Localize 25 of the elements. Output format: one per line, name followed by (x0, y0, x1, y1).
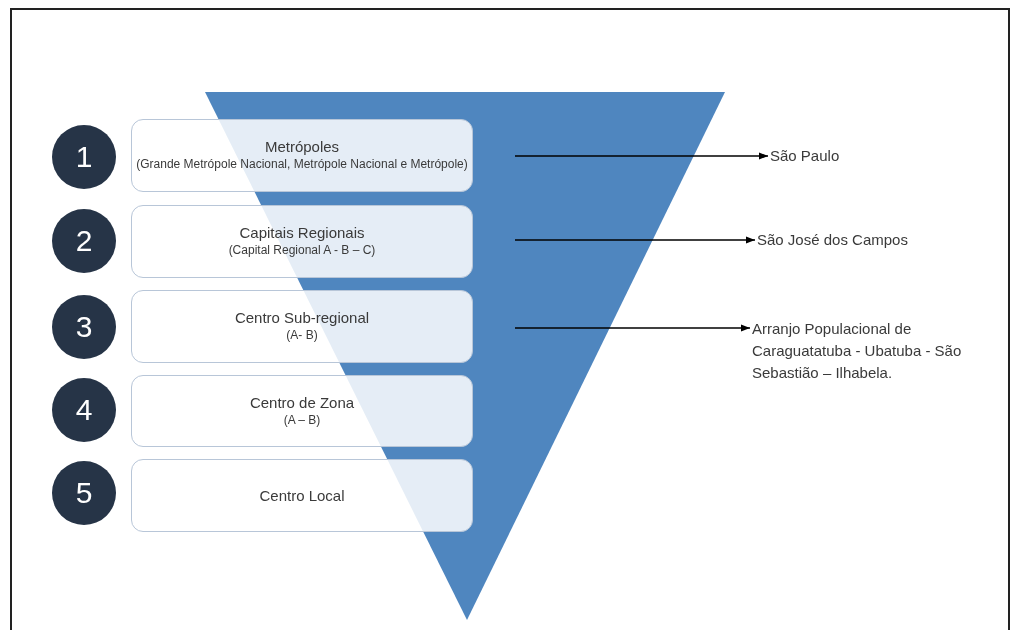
level-box (131, 459, 473, 532)
city-label: Arranjo Populacional de Caraguatatuba - Ubatuba - São Sebastião – Ilhabela. (752, 319, 963, 383)
level-title: Centro Sub-regional (234, 309, 370, 327)
level-title: Capitais Regionais (239, 224, 365, 242)
number-circle: 4 (52, 378, 116, 442)
city-label: São Paulo (770, 146, 840, 167)
level-subtitle: (Capital Regional A - B – C) (228, 243, 376, 259)
arrow (514, 324, 751, 332)
level-subtitle: (Grande Metrópole Nacional, Metrópole Nacional e Metrópole) (136, 157, 468, 173)
number-circle: 1 (52, 125, 116, 189)
city-label: São José dos Campos (757, 230, 908, 251)
level-title: Centro de Zona (249, 393, 355, 411)
arrow (514, 236, 756, 244)
level-subtitle: (A – B) (283, 412, 321, 429)
number-circle: 3 (52, 295, 116, 359)
level-subtitle: (A- B) (286, 328, 318, 344)
arrow (514, 152, 769, 160)
level-box (131, 290, 473, 363)
level-title: Metrópoles (264, 138, 340, 156)
level-title: Centro Local (259, 487, 345, 504)
number-circle: 5 (52, 461, 116, 525)
level-box (131, 205, 473, 278)
level-box (131, 119, 473, 192)
level-box (131, 375, 473, 447)
number-circle: 2 (52, 209, 116, 273)
